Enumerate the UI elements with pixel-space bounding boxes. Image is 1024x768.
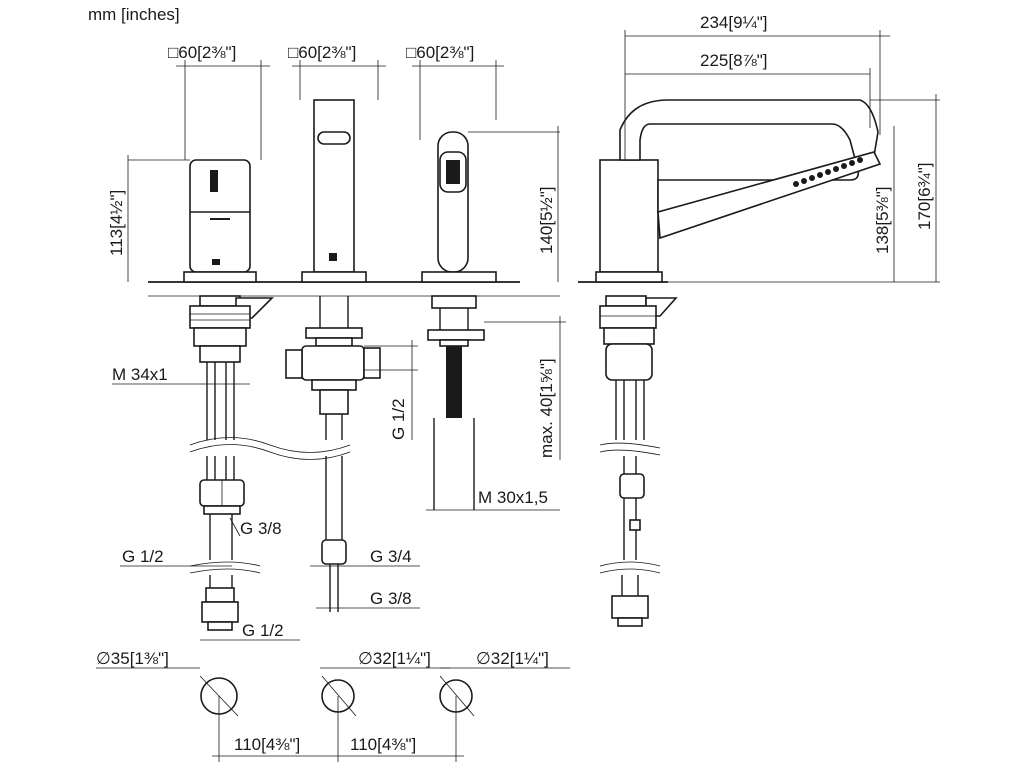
dim-total-height: 170[6¾"] xyxy=(915,163,934,230)
dim-reach: 225[8⅞"] xyxy=(700,51,767,70)
spout xyxy=(285,60,386,612)
hole-diameter-line xyxy=(439,675,475,717)
dim-hole-1: ∅35[1⅜"] xyxy=(96,649,169,668)
dim-spacing-1: 110[4⅜"] xyxy=(234,735,300,754)
dim-g34: G 3/4 xyxy=(370,547,412,566)
break-wave-5 xyxy=(189,561,261,567)
dim-sq-1: □60[2⅜"] xyxy=(168,43,236,62)
dim-m34: M 34x1 xyxy=(112,365,168,384)
dim-g12-top: G 1/2 xyxy=(389,398,408,440)
break-wave-8 xyxy=(599,568,661,574)
dim-overall-width: 234[9¼"] xyxy=(700,13,767,32)
hole-diameter-line xyxy=(321,675,357,717)
break-wave-6 xyxy=(189,568,261,574)
hand-shower-holder xyxy=(412,60,504,510)
dim-g12-b: G 1/2 xyxy=(242,621,284,640)
dim-spout-height: 140[5½"] xyxy=(537,187,556,254)
break-wave-7 xyxy=(599,561,661,567)
dim-g12-a: G 1/2 xyxy=(122,547,164,566)
dim-sq-3: □60[2⅜"] xyxy=(406,43,474,62)
break-wave-1 xyxy=(189,437,351,453)
dim-g38-b: G 3/8 xyxy=(370,589,412,608)
dim-hole-3: ∅32[1¼"] xyxy=(476,649,549,668)
dim-hole-2: ∅32[1¼"] xyxy=(358,649,431,668)
dim-sq-2: □60[2⅜"] xyxy=(288,43,356,62)
units-label: mm [inches] xyxy=(88,5,180,24)
break-wave-3 xyxy=(599,442,661,449)
break-wave-2 xyxy=(189,444,351,460)
dim-shower-height: 138[5⅜"] xyxy=(873,187,892,254)
break-wave-4 xyxy=(599,449,661,456)
handle-mixer xyxy=(176,60,274,631)
dim-spacing-2: 110[4⅜"] xyxy=(350,735,416,754)
dim-handle-height: 113[4½"] xyxy=(107,190,126,256)
leader-line xyxy=(229,517,241,537)
dim-m30: M 30x1,5 xyxy=(478,488,548,507)
dim-g38-a: G 3/8 xyxy=(240,519,282,538)
side-view-shower xyxy=(595,99,882,627)
dim-max-deck: max. 40[1⅝"] xyxy=(537,358,556,458)
